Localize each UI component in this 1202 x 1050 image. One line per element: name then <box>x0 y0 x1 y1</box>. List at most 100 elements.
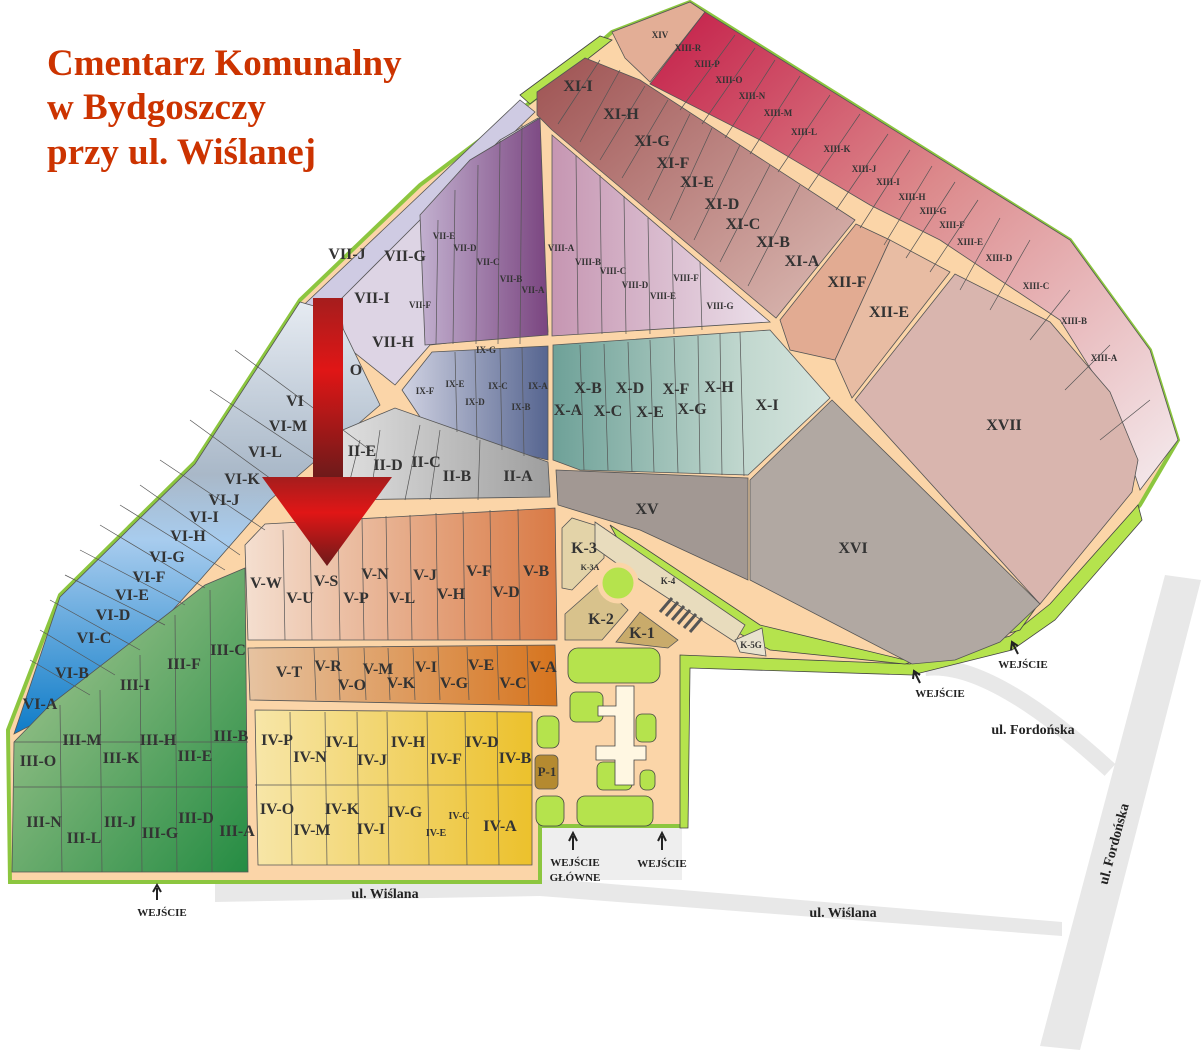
sector-label: V-P <box>343 590 369 607</box>
entrance-west[interactable]: WEJŚCIE <box>137 882 187 919</box>
sector-label: IV-B <box>499 750 532 767</box>
sector-label: III-B <box>214 728 249 745</box>
sector-label: III-J <box>104 814 136 831</box>
entrance-label: WEJŚCIE <box>998 659 1048 671</box>
sector-label: X-C <box>594 403 622 420</box>
green-strip-north <box>519 35 613 105</box>
sector-label: XI-C <box>726 216 761 233</box>
sector-label: VI-H <box>170 528 206 545</box>
sector-label: VII-D <box>453 243 477 253</box>
sector-label: IX-A <box>528 381 548 391</box>
sector-vii <box>419 117 549 346</box>
sector-label: III-G <box>142 825 179 842</box>
sector-label: XIII-C <box>1023 281 1050 291</box>
sector-label: V-H <box>437 586 466 603</box>
sector-label: X-D <box>616 380 644 397</box>
sector-label: XIV <box>652 30 669 40</box>
sector-label: III-L <box>67 830 102 847</box>
sector-label: IV-C <box>449 811 470 822</box>
chapel-building <box>595 685 647 786</box>
sector-label: VII-I <box>354 290 390 307</box>
sector-label: XIII-J <box>852 164 877 174</box>
sector-label: VI-B <box>55 665 89 682</box>
green-strip-east <box>679 504 1143 829</box>
sector-label: VIII-G <box>706 301 733 311</box>
sector-label: IV-G <box>388 804 423 821</box>
sector-label: IX-C <box>488 381 508 391</box>
sector-label: XIII-R <box>675 43 702 53</box>
sector-k-5g <box>734 627 767 657</box>
arrow-up-icon <box>152 882 162 900</box>
sector-labels: XIVXIII-RXIII-PXIII-OXIII-NXIII-MXIII-LX… <box>20 30 1118 847</box>
green-patch <box>639 769 656 791</box>
sector-xvii <box>854 273 1139 605</box>
sector-label: VIII-C <box>600 266 627 276</box>
sector-label: VII-B <box>500 274 523 284</box>
sector-label: V-M <box>363 661 394 678</box>
sector-label: V-O <box>338 677 366 694</box>
entrance-south[interactable]: WEJŚCIE <box>637 830 687 870</box>
sector-label: XIII-H <box>898 192 925 202</box>
sector-label: V-D <box>492 584 519 601</box>
sector-label: III-D <box>178 810 214 827</box>
street-wislana <box>215 878 1062 936</box>
sector-label: K-3A <box>581 563 600 572</box>
sector-label: IX-G <box>476 345 496 355</box>
sector-label: X-H <box>704 379 734 396</box>
sector-label: IV-P <box>261 732 293 749</box>
sector-label: XI-I <box>563 78 592 95</box>
roundabout <box>597 562 639 604</box>
street-label-wislana: ul. Wiślana <box>351 887 418 902</box>
sector-label: XI-H <box>603 106 639 123</box>
entrance-label: WEJŚCIE <box>915 688 965 700</box>
entrance-east-1[interactable]: WEJŚCIE <box>912 669 965 700</box>
sector-label: IV-D <box>465 734 498 751</box>
arrow-up-icon <box>912 669 921 684</box>
sector-label: VII-E <box>433 231 456 241</box>
entrance-label: WEJŚCIE <box>550 857 600 869</box>
sector-label: XI-E <box>680 174 714 191</box>
sector-label: XIII-D <box>986 253 1013 263</box>
sector-label: O <box>350 362 362 379</box>
sector-label: IV-J <box>357 752 387 769</box>
entrance-main[interactable]: WEJŚCIE GŁÓWNE <box>550 830 601 884</box>
sector-v-south <box>247 644 558 707</box>
sector-label: XI-D <box>705 196 740 213</box>
street-connector <box>924 659 1116 776</box>
sector-k-1 <box>615 611 679 649</box>
sector-label: V-L <box>389 590 415 607</box>
sector-label: III-O <box>20 753 56 770</box>
sector-label: V-G <box>440 675 469 692</box>
arrow-up-icon <box>657 830 667 850</box>
sector-label: XIII-B <box>1061 316 1087 326</box>
sector-label: X-G <box>677 401 707 418</box>
entrance-label: WEJŚCIE <box>137 907 187 919</box>
sector-label: XIII-K <box>823 144 850 154</box>
green-patch <box>635 713 657 743</box>
sector-label: IV-K <box>325 801 360 818</box>
sector-label: VI-L <box>248 444 282 461</box>
sector-label: VIII-D <box>622 280 649 290</box>
sector-label: IX-E <box>445 379 464 389</box>
arrow-up-icon <box>568 830 578 850</box>
sector-p-1 <box>534 754 559 790</box>
sector-label: IV-A <box>483 818 517 835</box>
entrance-east-2[interactable]: WEJŚCIE <box>998 640 1048 671</box>
sector-label: XIII-O <box>715 75 742 85</box>
sector-label: VIII-A <box>548 243 575 253</box>
sector-label: VII-A <box>521 285 545 295</box>
green-patch <box>535 795 565 827</box>
sector-label: III-K <box>103 750 140 767</box>
sector-xii-e <box>834 239 951 399</box>
sector-label: II-E <box>348 443 376 460</box>
sector-label: IV-F <box>430 751 462 768</box>
sector-label: IV-O <box>260 801 294 818</box>
sector-label: V-R <box>314 658 342 675</box>
sector-xvi <box>749 399 1041 665</box>
sector-k-3 <box>561 517 605 591</box>
sector-dividers <box>14 34 1151 873</box>
sector-xv <box>555 469 749 581</box>
sector-label: IV-I <box>357 821 385 838</box>
sector-label: IX-B <box>511 402 530 412</box>
